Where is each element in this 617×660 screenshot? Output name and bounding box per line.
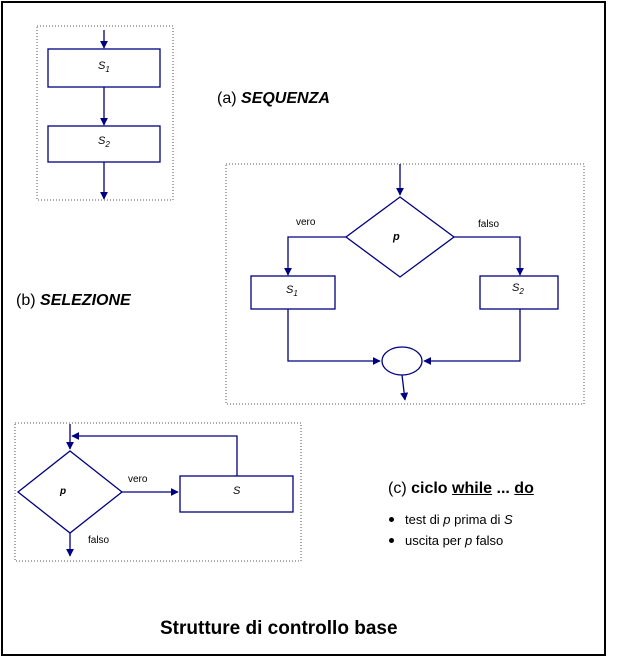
loop-caption: (c) ciclo while ... do	[388, 480, 534, 498]
sequence-diagram	[36, 25, 174, 201]
selection-exit-arrow	[400, 374, 409, 401]
loop-note-item: uscita per p falso	[388, 532, 513, 553]
loop-letter: (c)	[388, 480, 407, 497]
loop-false-label: falso	[88, 535, 110, 546]
loop-notes: test di p prima di S uscita per p falso	[388, 511, 513, 553]
loop-note-item: test di p prima di S	[388, 511, 513, 532]
selection-caption: (b) SELEZIONE	[16, 292, 131, 310]
selection-letter: (b)	[16, 292, 36, 309]
loop-keyword-do: do	[514, 480, 534, 497]
selection-false-connector	[454, 236, 524, 276]
selection-s2-label: S2	[512, 282, 524, 297]
selection-frame	[225, 163, 585, 405]
loop-keyword-while: while	[452, 480, 493, 497]
sequence-frame	[36, 25, 174, 201]
page-title: Strutture di controllo base	[160, 618, 398, 639]
loop-frame	[14, 422, 302, 562]
selection-s1-label: S1	[286, 284, 298, 299]
selection-false-label: falso	[478, 219, 500, 230]
loop-ellipsis: ...	[496, 480, 510, 497]
selection-condition-label: p	[393, 231, 400, 243]
selection-title: SELEZIONE	[40, 292, 131, 309]
loop-decision-diamond	[16, 450, 124, 534]
selection-merge-node	[381, 346, 423, 376]
sequence-title: SEQUENZA	[241, 90, 330, 107]
loop-diagram	[14, 422, 302, 562]
loop-back-connector	[71, 432, 238, 476]
selection-true-connector	[284, 236, 346, 276]
sequence-s2-label: S2	[98, 135, 110, 150]
selection-decision-diamond	[344, 196, 456, 278]
selection-diagram	[225, 163, 585, 405]
sequence-caption: (a) SEQUENZA	[217, 90, 330, 108]
loop-body-label: S	[233, 485, 241, 497]
sequence-letter: (a)	[217, 90, 237, 107]
sequence-box-s1	[47, 48, 161, 88]
selection-left-merge	[287, 309, 381, 365]
selection-box-s1	[250, 275, 336, 310]
loop-title-prefix: ciclo	[411, 480, 448, 497]
selection-box-s2	[479, 275, 559, 310]
loop-body-box	[179, 475, 294, 513]
loop-condition-label: p	[60, 486, 67, 497]
sequence-s1-label: S1	[98, 60, 110, 75]
selection-true-label: vero	[296, 217, 316, 228]
page-frame	[1, 1, 606, 656]
loop-true-label: vero	[128, 474, 148, 485]
selection-right-merge	[423, 309, 521, 365]
